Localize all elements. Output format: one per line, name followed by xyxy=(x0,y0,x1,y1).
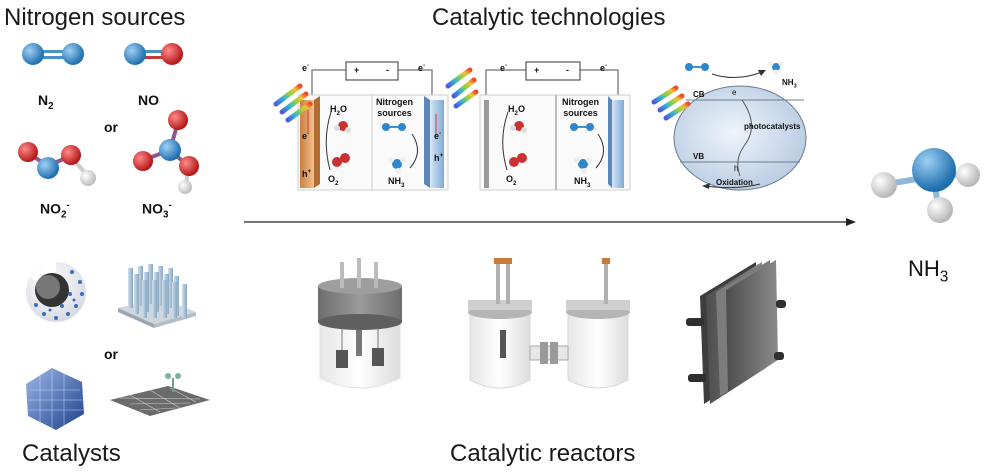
hexagonal-crystal xyxy=(26,368,84,430)
nitrogen-molecules-graphic xyxy=(18,43,199,194)
pec-hole-cathode: h+ xyxy=(434,152,444,163)
catalysts-heading: Catalysts xyxy=(22,440,121,467)
photo-vb-label: VB xyxy=(693,152,705,161)
no-label: NO xyxy=(138,92,159,108)
pec-nh3: NH3 xyxy=(388,176,405,189)
n2-label: N2 xyxy=(38,92,54,112)
pec-minus: - xyxy=(386,65,389,75)
ec-plus: + xyxy=(534,65,540,75)
core-shell-sphere xyxy=(26,262,86,322)
nitrogen-sources-heading: Nitrogen sources xyxy=(4,4,186,31)
n2-molecule xyxy=(22,43,84,65)
ec-nh3: NH3 xyxy=(574,176,591,189)
single-cell-reactor xyxy=(318,258,402,389)
photo-oxidation-label: Oxidation xyxy=(716,178,753,187)
photo-electron-label: e xyxy=(732,88,737,97)
no3-label: NO3- xyxy=(142,200,172,221)
pec-h2o: H2O xyxy=(330,104,348,117)
ec-minus: - xyxy=(566,65,569,75)
no2-label: NO2- xyxy=(40,200,70,221)
pec-electron-anode: e- xyxy=(302,130,310,141)
photo-nh3-label: NH3 xyxy=(782,78,797,90)
pec-hole-anode: h+ xyxy=(302,168,312,179)
photo-cb-label: CB xyxy=(693,90,705,99)
pec-electron-right: e- xyxy=(418,62,426,73)
catalytic-technologies-heading: Catalytic technologies xyxy=(432,4,666,31)
photo-hole-label: h xyxy=(734,164,739,173)
pec-o2: O2 xyxy=(328,174,339,187)
ec-o2: O2 xyxy=(506,174,517,187)
catalysts-graphic xyxy=(26,262,210,430)
ec-electron-right: e- xyxy=(600,62,608,73)
or-label-bottom: or xyxy=(104,346,118,362)
h-type-reactor xyxy=(468,258,630,389)
ec-h2o: H2O xyxy=(508,104,526,117)
pec-electron-cathode: e- xyxy=(434,130,442,141)
flow-cell-reactor xyxy=(686,260,786,404)
or-label-top: or xyxy=(104,119,118,135)
nh3-product-label: NH3 xyxy=(908,256,949,286)
nanopillar-array xyxy=(118,264,196,328)
pec-electron-left: e- xyxy=(302,62,310,73)
catalytic-reactors-heading: Catalytic reactors xyxy=(450,440,636,467)
no3-molecule xyxy=(133,110,199,194)
no2-molecule xyxy=(18,142,96,186)
ec-electron-left: e- xyxy=(500,62,508,73)
photocatalysts-label: photocatalysts xyxy=(744,122,801,131)
pec-plus: + xyxy=(354,65,360,75)
no-molecule xyxy=(124,43,183,65)
graphene-single-atom xyxy=(110,373,210,416)
